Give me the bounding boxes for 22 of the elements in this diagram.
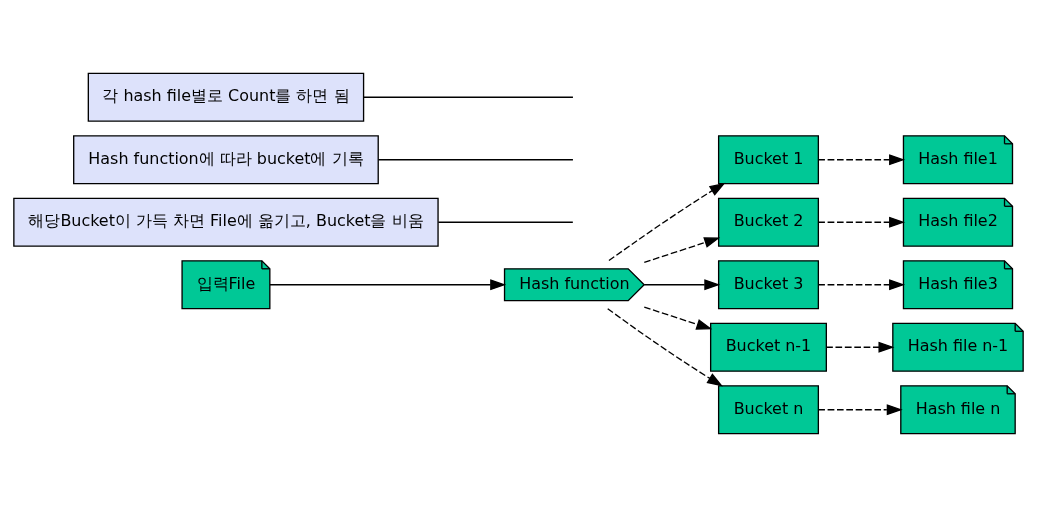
node-box: Bucket 2 bbox=[717, 197, 820, 247]
arrow bbox=[608, 182, 726, 262]
connector bbox=[377, 159, 574, 161]
node-box: Bucket 3 bbox=[717, 260, 820, 310]
arrow bbox=[817, 154, 906, 166]
node-box: Hash function에 따라 bucket에 기록 bbox=[73, 135, 379, 185]
connector bbox=[363, 96, 574, 98]
connector bbox=[437, 221, 574, 223]
arrow bbox=[817, 404, 903, 416]
node-box: Bucket n bbox=[717, 385, 820, 435]
arrow bbox=[643, 306, 713, 330]
arrow bbox=[269, 279, 507, 291]
node-box: 해당Bucket이 가득 차면 File에 옮기고, Bucket을 비움 bbox=[13, 197, 439, 247]
node-box: Bucket 1 bbox=[717, 135, 820, 185]
arrow bbox=[643, 237, 721, 264]
arrow bbox=[607, 308, 723, 387]
node-box: 각 hash file별로 Count를 하면 됨 bbox=[87, 72, 365, 122]
arrow bbox=[817, 279, 906, 291]
node-box: Bucket n-1 bbox=[710, 322, 827, 372]
arrow bbox=[825, 341, 895, 353]
arrow bbox=[643, 279, 721, 291]
arrow bbox=[817, 216, 906, 228]
